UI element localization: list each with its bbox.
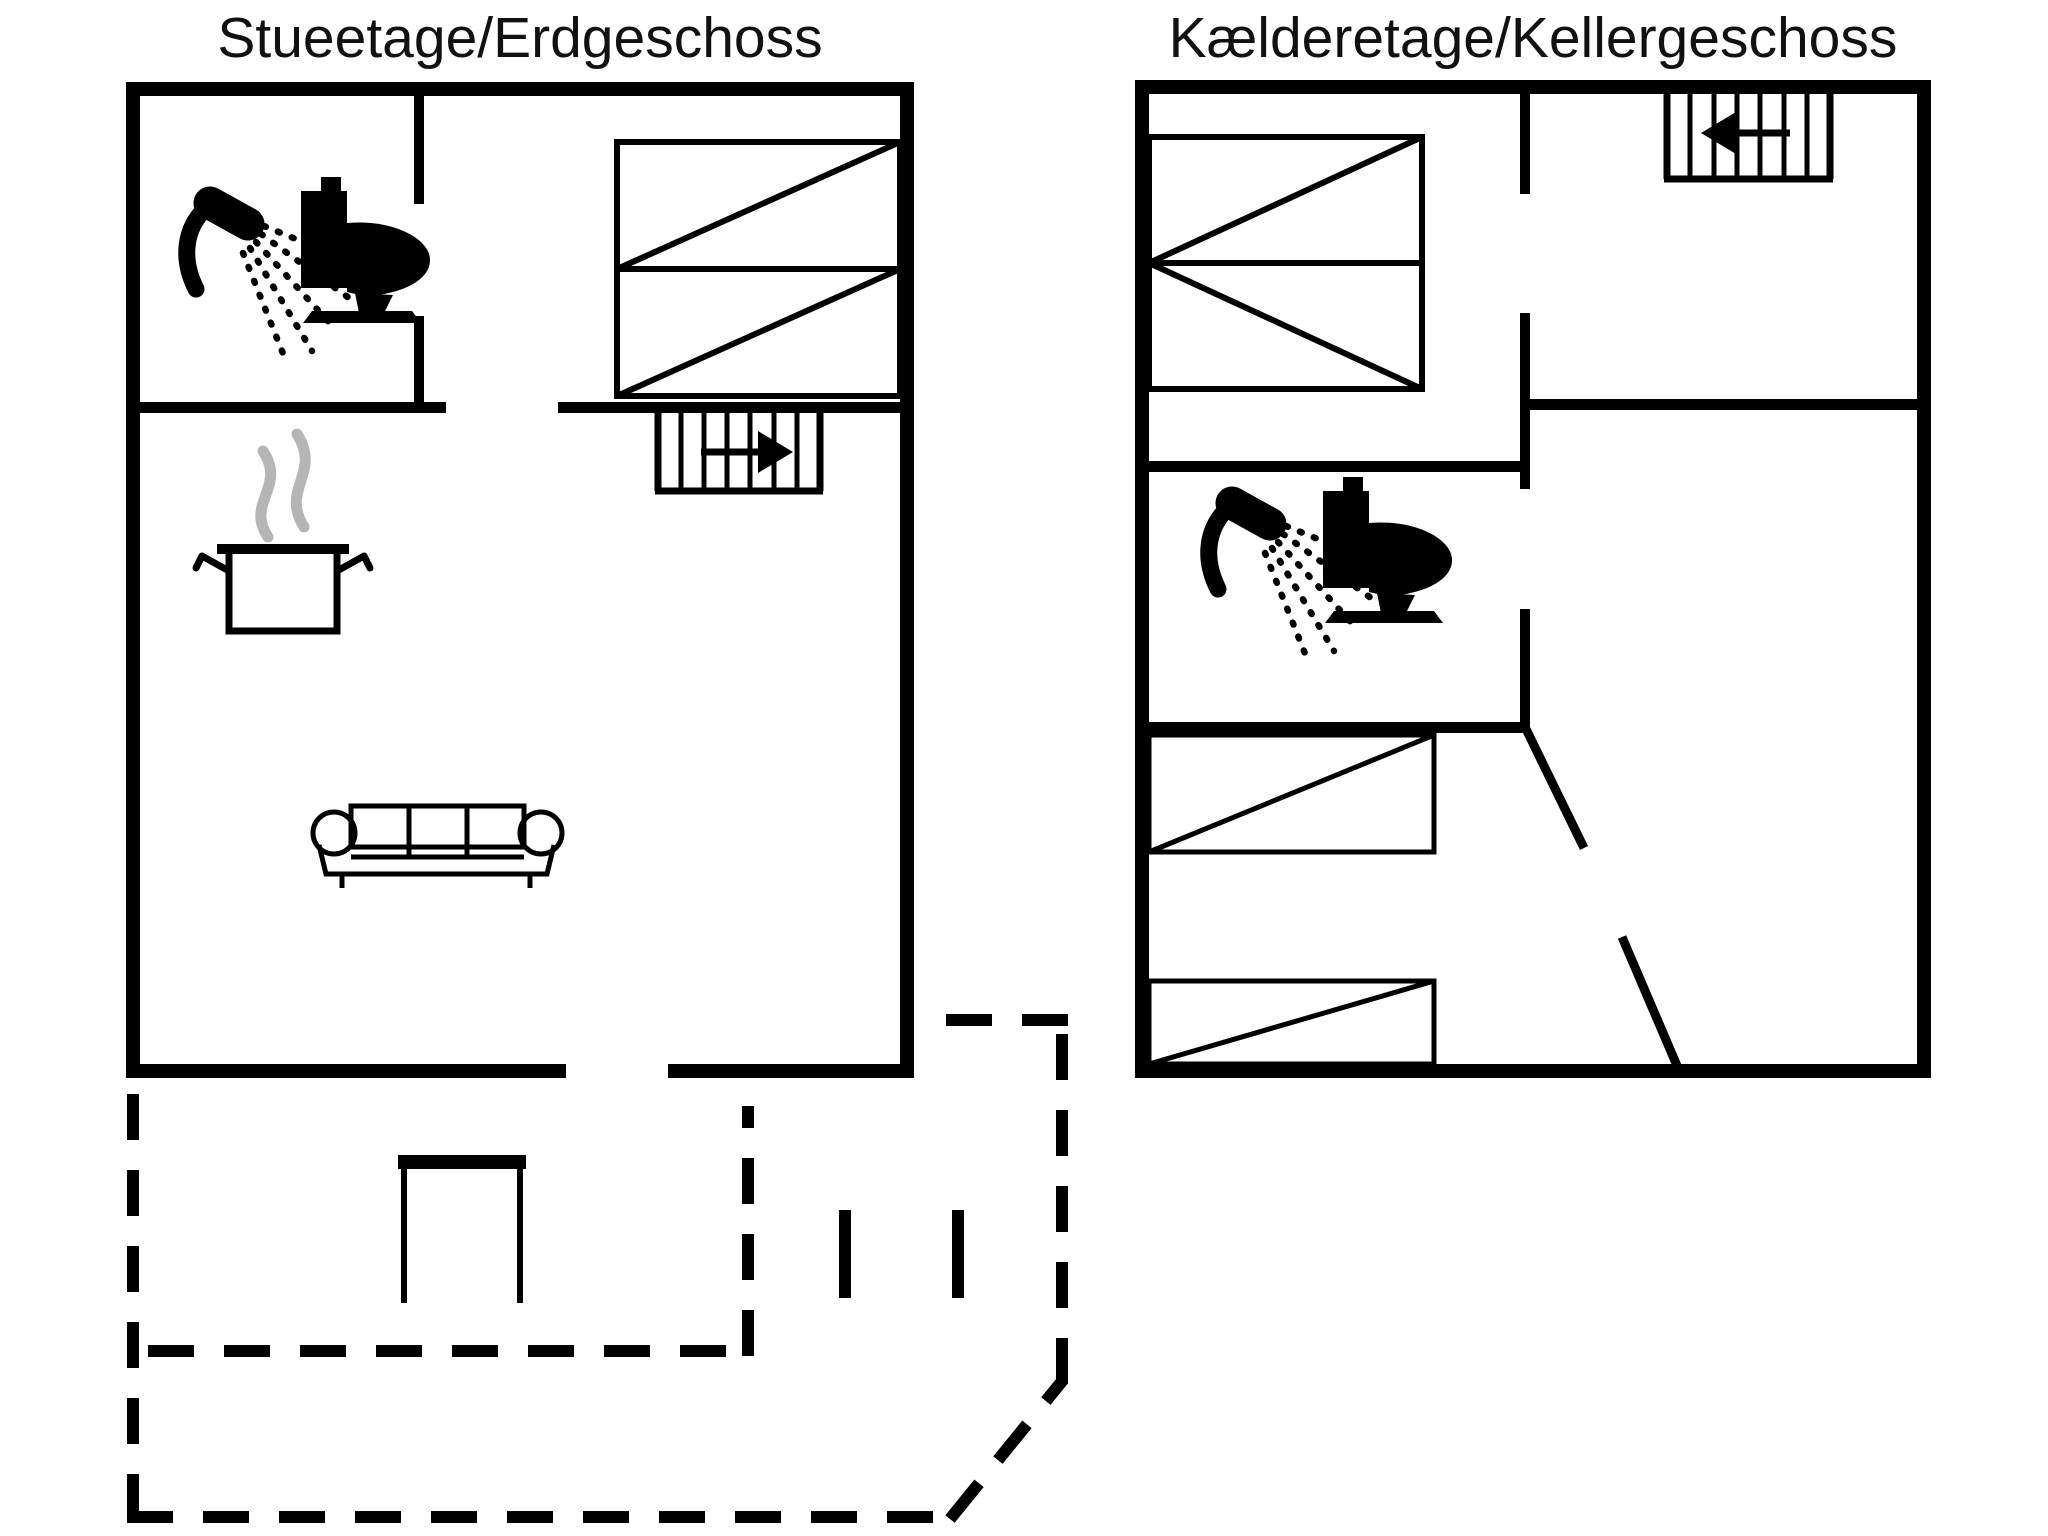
- steam-icon: [255, 428, 311, 543]
- basement-interior-walls: [1149, 94, 1917, 733]
- terrace-dashed-outline: [127, 1014, 1068, 1524]
- terrace-door-mark: [398, 1155, 526, 1303]
- basement-stairs-icon: [1663, 94, 1834, 183]
- toilet-icon: [301, 177, 431, 323]
- basement-toilet-icon: [1323, 477, 1453, 623]
- ground-outer-walls: [126, 82, 914, 1078]
- stairs-arrow-left-icon: [1701, 112, 1790, 154]
- ground-interior-walls: [140, 96, 900, 413]
- basement-angled-walls: [1521, 727, 1683, 1070]
- basement-single-bed-upper-icon: [1146, 732, 1437, 855]
- basement-plan: [1135, 80, 1931, 1078]
- ground-stairs-icon: [654, 413, 824, 495]
- stairs-arrow-right-icon: [701, 431, 793, 473]
- terrace-step-marks: [839, 1210, 964, 1298]
- basement-floor-title: Kælderetage/Kellergeschoss: [1168, 6, 1898, 70]
- ground-floor-title: Stueetage/Erdgeschoss: [217, 6, 823, 70]
- basement-single-bed-lower-icon: [1146, 978, 1437, 1067]
- terrace-inner-dashed: [148, 1106, 754, 1357]
- cooking-pot-icon: [192, 428, 374, 635]
- ground-plan: [126, 82, 1068, 1524]
- basement-double-bed-icon: [1146, 134, 1425, 392]
- ground-double-bed-icon: [614, 139, 903, 399]
- basement-outer-walls: [1135, 80, 1931, 1078]
- sofa-icon: [310, 803, 565, 888]
